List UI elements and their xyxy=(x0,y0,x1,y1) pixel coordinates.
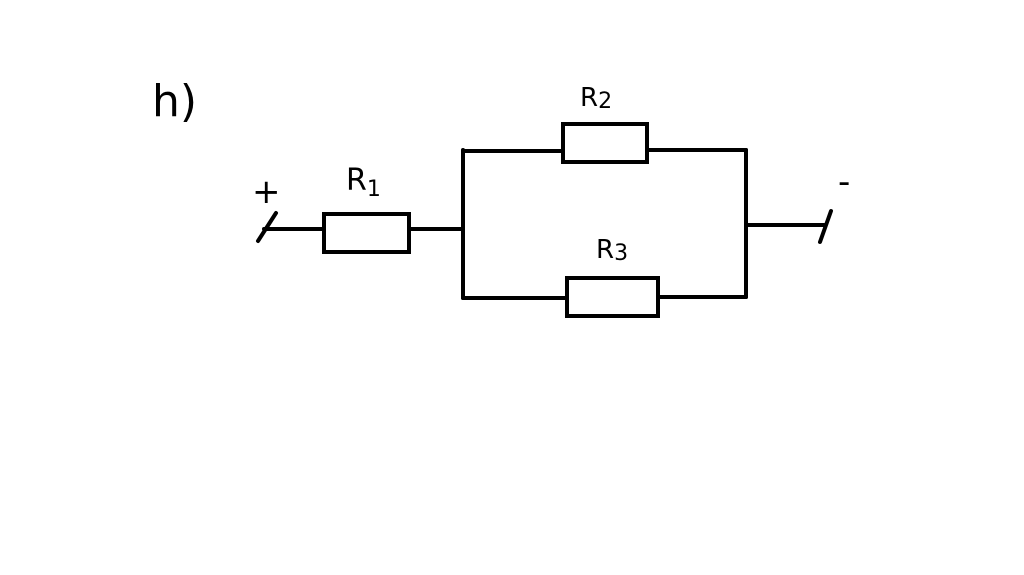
positive-terminal-label: + xyxy=(252,172,281,212)
resistor-r1: R1 xyxy=(322,163,411,254)
resistor-r3-body xyxy=(565,276,660,318)
resistor-r3-label: R3 xyxy=(596,235,628,266)
resistor-r2-letter: R xyxy=(580,83,598,113)
negative-terminal: - xyxy=(818,162,850,244)
resistor-r1-subscript: 1 xyxy=(367,177,381,202)
resistor-r3-letter: R xyxy=(596,235,614,265)
negative-terminal-tick xyxy=(818,209,833,244)
resistor-r2-body xyxy=(561,122,649,164)
resistor-r2: R2 xyxy=(561,83,649,164)
resistor-r3: R3 xyxy=(565,235,660,318)
resistor-r2-subscript: 2 xyxy=(598,89,612,114)
negative-terminal-label: - xyxy=(838,162,850,202)
resistor-r1-body xyxy=(322,212,411,254)
resistor-r1-letter: R xyxy=(346,163,367,198)
resistor-r3-subscript: 3 xyxy=(614,241,628,266)
resistor-r2-label: R2 xyxy=(580,83,612,114)
resistor-r1-label: R1 xyxy=(346,163,381,202)
problem-label: h) xyxy=(152,76,197,127)
